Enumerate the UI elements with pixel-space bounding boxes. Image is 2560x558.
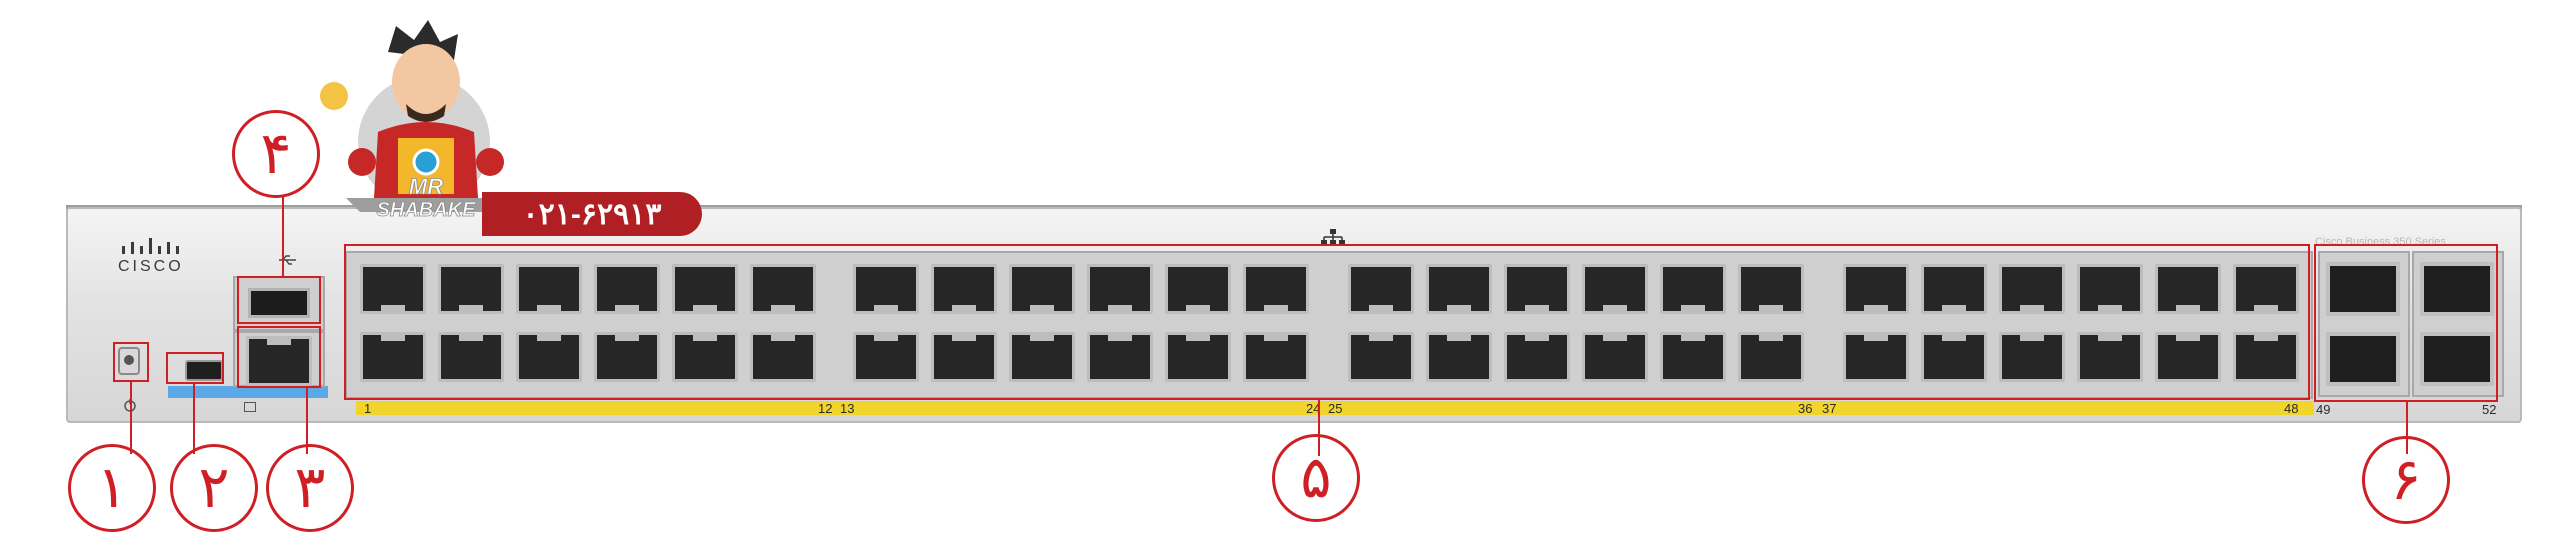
rj45-port-14[interactable] — [853, 332, 919, 382]
phone-number: ۰۲۱-۶۲۹۱۳ — [482, 192, 702, 236]
rj45-port-26[interactable] — [1348, 332, 1414, 382]
callout-6: ۶ — [2362, 436, 2450, 524]
port-led-strip — [356, 401, 2314, 415]
rj45-port-35[interactable] — [1738, 264, 1804, 314]
port-number-25: 25 — [1328, 401, 1343, 416]
reset-pinhole — [124, 355, 134, 365]
leader-line-6 — [2406, 402, 2408, 454]
rj45-port-13[interactable] — [853, 264, 919, 314]
port-number-48: 48 — [2284, 401, 2299, 416]
highlight-usb-port — [237, 276, 321, 324]
rj45-port-31[interactable] — [1582, 264, 1648, 314]
rj45-port-28[interactable] — [1426, 332, 1492, 382]
rj45-port-10[interactable] — [672, 332, 738, 382]
highlight-console-rj45 — [237, 326, 321, 388]
highlight-usb-console — [166, 352, 224, 384]
rj45-port-2[interactable] — [360, 332, 426, 382]
rj45-port-3[interactable] — [438, 264, 504, 314]
console-icon — [244, 402, 256, 412]
port-number-1: 1 — [364, 401, 372, 416]
rj45-port-19[interactable] — [1087, 264, 1153, 314]
callout-4: ۴ — [232, 110, 320, 198]
rj45-port-15[interactable] — [931, 264, 997, 314]
usb-console-label-bar — [168, 386, 328, 398]
brand-name: CISCO — [118, 258, 184, 275]
rj45-port-27[interactable] — [1426, 264, 1492, 314]
rj45-port-41[interactable] — [1999, 264, 2065, 314]
rj45-port-42[interactable] — [1999, 332, 2065, 382]
console-rj45-port[interactable] — [246, 336, 312, 386]
usb-port[interactable] — [248, 288, 310, 318]
rj45-port-16[interactable] — [931, 332, 997, 382]
svg-text:MR: MR — [409, 174, 443, 199]
rj45-port-34[interactable] — [1660, 332, 1726, 382]
rj45-port-29[interactable] — [1504, 264, 1570, 314]
callout-3: ۳ — [266, 444, 354, 532]
rj45-port-46[interactable] — [2155, 332, 2221, 382]
rj45-port-6[interactable] — [516, 332, 582, 382]
port-number-49: 49 — [2316, 402, 2331, 417]
highlight-sfp-ports — [2314, 244, 2498, 402]
leader-line-4 — [282, 196, 284, 276]
highlight-rj45-ports — [344, 244, 2310, 400]
sfp-port-50[interactable] — [2326, 332, 2400, 386]
rj45-port-39[interactable] — [1921, 264, 1987, 314]
sfp-port-51[interactable] — [2420, 262, 2494, 316]
rj45-port-33[interactable] — [1660, 264, 1726, 314]
rj45-port-1[interactable] — [360, 264, 426, 314]
rj45-port-30[interactable] — [1504, 332, 1570, 382]
leader-line-3 — [306, 388, 308, 454]
rj45-port-25[interactable] — [1348, 264, 1414, 314]
network-icon — [1321, 229, 1345, 245]
callout-2: ۲ — [170, 444, 258, 532]
rj45-port-44[interactable] — [2077, 332, 2143, 382]
port-number-12: 12 — [818, 401, 833, 416]
cisco-logo-icon — [122, 238, 179, 254]
callout-1: ۱ — [68, 444, 156, 532]
rj45-port-47[interactable] — [2233, 264, 2299, 314]
rj45-port-24[interactable] — [1243, 332, 1309, 382]
rj45-port-9[interactable] — [672, 264, 738, 314]
rj45-port-38[interactable] — [1843, 332, 1909, 382]
svg-text:SHABAKE: SHABAKE — [377, 199, 477, 221]
rj45-port-43[interactable] — [2077, 264, 2143, 314]
rj45-port-5[interactable] — [516, 264, 582, 314]
rj45-port-18[interactable] — [1009, 332, 1075, 382]
rj45-port-40[interactable] — [1921, 332, 1987, 382]
leader-line-1 — [130, 382, 132, 454]
leader-line-5 — [1318, 400, 1320, 456]
rj45-port-23[interactable] — [1243, 264, 1309, 314]
leader-line-2 — [193, 384, 195, 454]
highlight-reset-button — [113, 342, 149, 382]
rj45-port-7[interactable] — [594, 264, 660, 314]
rj45-port-48[interactable] — [2233, 332, 2299, 382]
sfp-port-49[interactable] — [2326, 262, 2400, 316]
port-number-52: 52 — [2482, 402, 2497, 417]
rj45-port-11[interactable] — [750, 264, 816, 314]
callout-5: ۵ — [1272, 434, 1360, 522]
sfp-port-52[interactable] — [2420, 332, 2494, 386]
port-number-36: 36 — [1798, 401, 1813, 416]
rj45-port-45[interactable] — [2155, 264, 2221, 314]
rj45-port-20[interactable] — [1087, 332, 1153, 382]
rj45-port-37[interactable] — [1843, 264, 1909, 314]
port-number-24: 24 — [1306, 401, 1321, 416]
mascot-logo-icon: MR SHABAKE — [320, 20, 506, 221]
rj45-port-8[interactable] — [594, 332, 660, 382]
rj45-port-21[interactable] — [1165, 264, 1231, 314]
port-number-37: 37 — [1822, 401, 1837, 416]
rj45-port-32[interactable] — [1582, 332, 1648, 382]
usb-icon — [279, 255, 296, 265]
rj45-port-12[interactable] — [750, 332, 816, 382]
rj45-port-17[interactable] — [1009, 264, 1075, 314]
rj45-port-22[interactable] — [1165, 332, 1231, 382]
port-number-13: 13 — [840, 401, 855, 416]
rj45-port-4[interactable] — [438, 332, 504, 382]
rj45-port-36[interactable] — [1738, 332, 1804, 382]
